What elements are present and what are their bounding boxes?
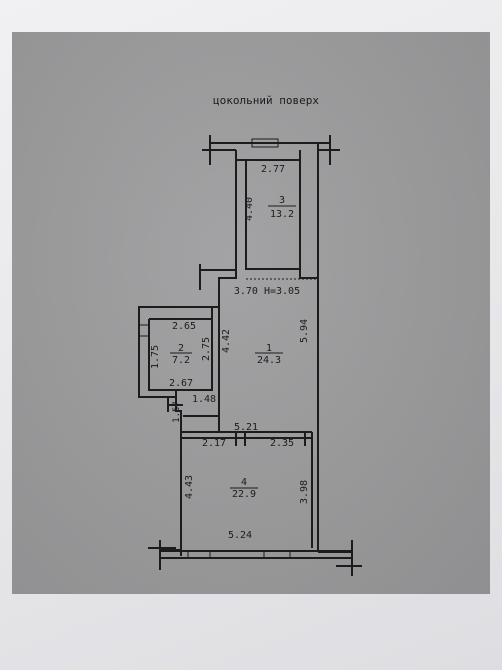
dim-r4-top: 5.21 (234, 422, 258, 433)
room-3-area: 13.2 (270, 209, 294, 220)
room-2-area: 7.2 (172, 355, 190, 366)
dim-r2-left: 1.75 (150, 345, 161, 369)
walls (138, 135, 362, 576)
dim-r4-left: 4.43 (184, 475, 195, 499)
dim-r2-top: 2.65 (172, 321, 196, 332)
dim-r1-left: 4.42 (221, 329, 232, 353)
room-3: 3 13.2 (268, 195, 296, 220)
plan-title: цокольний поверх (213, 94, 319, 107)
room-2: 2 7.2 (170, 343, 192, 366)
room-2-number: 2 (178, 343, 184, 354)
dim-r4-bottom: 5.24 (228, 530, 252, 541)
room-4: 4 22.9 (230, 477, 258, 500)
dim-r4-sub-right: 2.35 (270, 438, 294, 449)
room-4-area: 22.9 (232, 489, 256, 500)
dim-r3-left: 4.40 (244, 197, 255, 221)
dim-r4-right: 3.98 (299, 480, 310, 504)
dim-r3-top: 2.77 (261, 164, 285, 175)
dim-corridor-side: 1.57 (172, 401, 182, 423)
dim-r1-right: 5.94 (299, 319, 310, 343)
room-4-number: 4 (241, 477, 247, 488)
room-1-number: 1 (266, 343, 272, 354)
room-1: 1 24.3 (255, 343, 283, 366)
paper-sheet (12, 32, 490, 594)
room-1-area: 24.3 (257, 355, 281, 366)
dim-r1-top: 3.70 H=3.05 (234, 286, 300, 297)
room-3-number: 3 (279, 195, 285, 206)
dim-r4-sub-left: 2.17 (202, 438, 226, 449)
dim-r2-bottom: 2.67 (169, 378, 193, 389)
dim-corridor-bottom: 1.48 (192, 394, 216, 405)
dimensions: 2.77 4.40 3.70 H=3.05 5.94 4.42 2.65 1.7… (150, 164, 310, 541)
dim-r2-right: 2.75 (201, 337, 212, 361)
